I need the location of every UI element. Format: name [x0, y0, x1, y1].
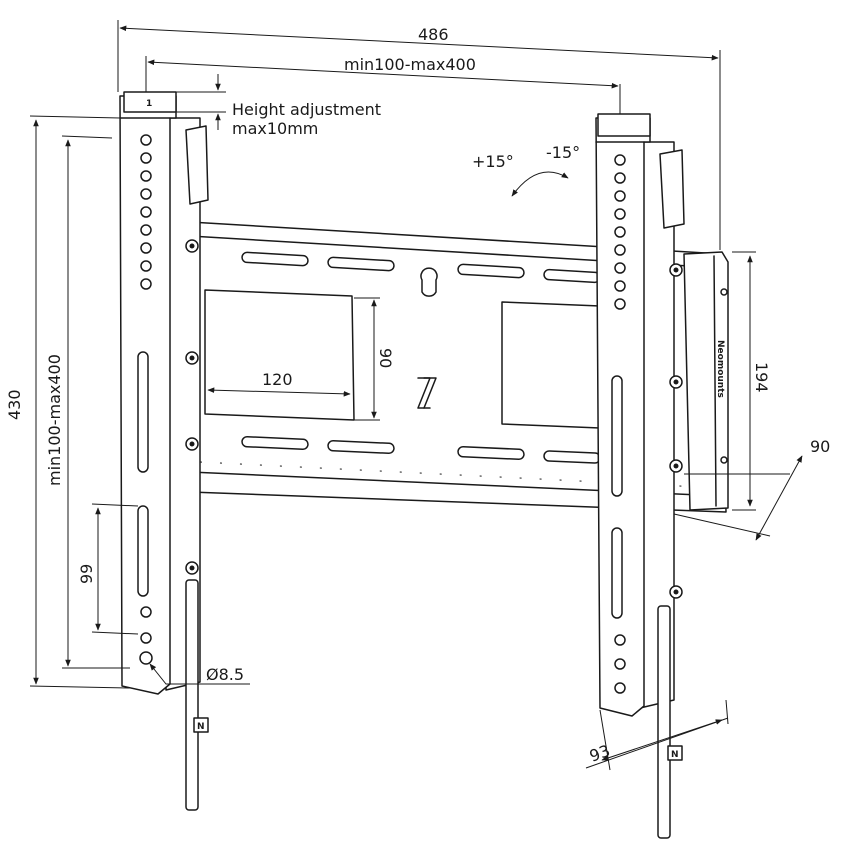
- dim-bottom-offset: 99: [77, 503, 139, 635]
- brand-text: Neomounts: [715, 340, 725, 398]
- svg-text:N: N: [671, 750, 679, 760]
- height-adjustment-label: Height adjustment: [232, 100, 381, 119]
- dim-overall-width: 486: [117, 20, 721, 250]
- tilt-indicator: +15° -15°: [472, 143, 580, 197]
- vesa-vertical-label: min100-max400: [45, 354, 64, 486]
- svg-text:N: N: [197, 722, 205, 732]
- logo-icon: [417, 377, 437, 409]
- dim-depth: 90: [673, 437, 830, 541]
- bottom-offset-label: 99: [77, 564, 96, 584]
- keyhole-icon: [420, 267, 438, 297]
- dim-hole-diameter: Ø8.5: [149, 663, 250, 685]
- left-bracket-holes: [139, 134, 153, 665]
- dim-wall-plate-height: 194: [732, 251, 771, 511]
- dim-vesa-horizontal: min100-max400: [145, 55, 621, 114]
- wall-plate-slots-bottom: [241, 435, 601, 464]
- wall-plate-perforations: [199, 461, 721, 489]
- right-height-tab: [597, 113, 651, 137]
- hole-diameter-label: Ø8.5: [206, 665, 244, 684]
- tilt-minus-label: -15°: [546, 143, 580, 162]
- dim-vesa-vertical: min100-max400: [45, 135, 130, 669]
- right-bracket-holes: [614, 154, 626, 694]
- depth-label: 90: [810, 437, 830, 456]
- wall-plate-cutout-left: [204, 289, 355, 421]
- right-bracket: N: [595, 113, 685, 839]
- right-bolts: [669, 263, 683, 599]
- right-safety-strap: N: [657, 605, 683, 839]
- left-bolts: [185, 239, 199, 575]
- left-bracket: 1 N: [119, 91, 209, 811]
- tilt-plus-label: +15°: [472, 152, 514, 171]
- wall-plate-slots-top: [241, 251, 601, 284]
- svg-text:1: 1: [146, 99, 152, 109]
- dim-plate-width: 120: [207, 370, 351, 397]
- dim-plate-height: 90: [354, 297, 395, 421]
- wall-plate-height-label: 194: [752, 362, 771, 393]
- plate-width-label: 120: [262, 370, 293, 389]
- overall-width-label: 486: [418, 25, 449, 44]
- dim-height-adjustment: Height adjustment max10mm: [176, 74, 381, 138]
- vesa-horizontal-label: min100-max400: [344, 55, 476, 74]
- left-safety-strap: N: [185, 579, 209, 811]
- wall-plate-cutout-right: [501, 301, 601, 429]
- wall-plate-end: Neomounts: [683, 251, 729, 511]
- plate-height-label: 90: [376, 348, 395, 368]
- overall-height-label: 430: [5, 389, 24, 420]
- height-adjustment-value: max10mm: [232, 119, 318, 138]
- dim-overall-height: 430: [5, 115, 131, 689]
